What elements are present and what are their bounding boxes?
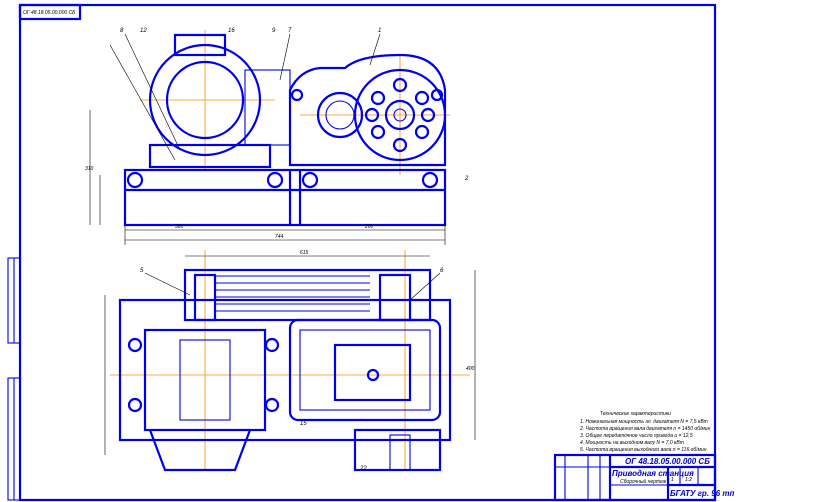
drawing-subtitle: Сборочный чертеж (620, 478, 667, 485)
plan-motor (127, 328, 280, 472)
item-label: 9 (272, 28, 276, 34)
gearbox (288, 53, 447, 167)
dimension-width: 400 (466, 366, 475, 372)
item-label: 2 (464, 176, 469, 182)
note-line: 3. Общее передаточное число привода u = … (580, 433, 693, 439)
plan-base-frame (118, 298, 452, 442)
drawing-title: Приводная станция (612, 469, 694, 478)
drawing-frame (7, 3, 717, 502)
front-dimensions: 744 360 200 310 (85, 110, 446, 245)
dimension-motor-span: 360 (175, 224, 184, 230)
note-line: 1. Номинальная мощность эл. двигателя N … (580, 419, 708, 425)
organization: БГАТУ гр. 96 тп (670, 489, 735, 498)
stamp-code: ОГ 48.18.05.00.000 СБ (23, 10, 76, 16)
item-label: 8 (120, 28, 124, 34)
technical-notes: Технические характеристики 1. Номинальна… (579, 411, 711, 453)
item-label: 22 (359, 466, 367, 472)
document-code: ОГ 48.18.05.00.000 СБ (625, 457, 710, 466)
item-label: 16 (228, 28, 235, 34)
plan-dimensions: 615 400 (104, 250, 476, 455)
note-line: 4. Мощность на выходном валу N = 7,0 кВт (580, 440, 684, 446)
notes-title: Технические характеристики (600, 411, 671, 417)
sheet-number: 1 (671, 477, 674, 483)
drawing-scale: 1:2 (685, 477, 692, 483)
cable-drum (183, 268, 432, 322)
item-label: 15 (300, 421, 307, 427)
item-label: 5 (140, 268, 144, 274)
plan-view: 615 400 5 6 15 22 (104, 250, 476, 472)
title-block: ОГ 48.18.05.00.000 СБ Приводная станция … (553, 453, 735, 502)
dimension-gearbox-span: 200 (364, 224, 374, 230)
electric-motor (109, 33, 291, 169)
item-label: 1 (378, 28, 381, 34)
dimension-height: 310 (85, 166, 94, 172)
item-label: 6 (440, 268, 444, 274)
plan-gearbox (288, 318, 442, 472)
base-frame (123, 168, 447, 227)
top-stamp: ОГ 48.18.05.00.000 СБ (18, 3, 82, 21)
note-line: 2. Частота вращения вала двигателя n = 1… (579, 426, 711, 432)
note-line: 5. Частота вращения выходного вала n = 1… (580, 447, 707, 453)
item-label: 7 (288, 28, 292, 34)
dimension-drum-length: 615 (300, 250, 309, 256)
item-labels: 8 12 9 7 1 2 16 (120, 28, 469, 182)
front-view: 744 360 200 310 8 12 9 7 1 2 16 (85, 28, 469, 245)
item-label: 12 (140, 28, 147, 34)
dimension-overall-length: 744 (275, 234, 284, 240)
